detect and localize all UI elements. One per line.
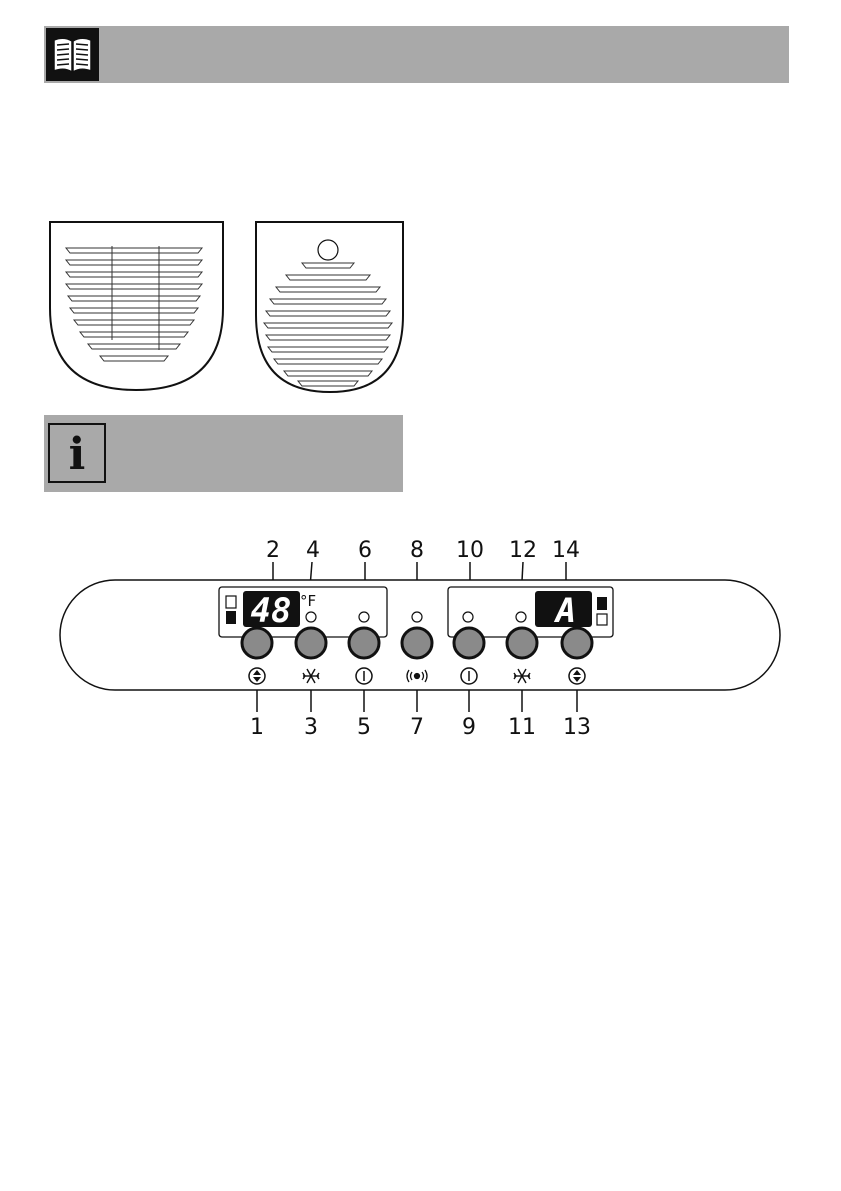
up-down-arrows-icon-right: [569, 668, 585, 684]
power-icon: [356, 668, 372, 684]
callout-2: 2: [266, 538, 280, 563]
button-3[interactable]: [296, 628, 326, 658]
callout-7: 7: [410, 715, 424, 740]
led-4: [306, 612, 316, 622]
power-icon-right: [461, 668, 477, 684]
callout-14: 14: [552, 538, 580, 563]
callout-12: 12: [509, 538, 537, 563]
callout-1: 1: [250, 715, 264, 740]
left-display-value: 48: [251, 591, 292, 631]
callout-8: 8: [410, 538, 424, 563]
callout-13: 13: [563, 715, 591, 740]
callout-9: 9: [462, 715, 476, 740]
button-5[interactable]: [349, 628, 379, 658]
led-6: [359, 612, 369, 622]
right-display-value: A: [554, 591, 576, 631]
button-1[interactable]: [242, 628, 272, 658]
callout-10: 10: [456, 538, 484, 563]
button-7[interactable]: [402, 628, 432, 658]
control-panel-diagram: 2 4 6 8 10 12 14 48 °F: [0, 0, 841, 760]
led-12: [516, 612, 526, 622]
button-9[interactable]: [454, 628, 484, 658]
button-11[interactable]: [507, 628, 537, 658]
led-10: [463, 612, 473, 622]
callout-6: 6: [358, 538, 372, 563]
button-13[interactable]: [562, 628, 592, 658]
unit-label: °F: [300, 592, 316, 610]
callout-5: 5: [357, 715, 371, 740]
led-8: [412, 612, 422, 622]
callout-3: 3: [304, 715, 318, 740]
up-down-arrows-icon: [249, 668, 265, 684]
callout-11: 11: [508, 715, 536, 740]
callout-4: 4: [306, 538, 320, 563]
